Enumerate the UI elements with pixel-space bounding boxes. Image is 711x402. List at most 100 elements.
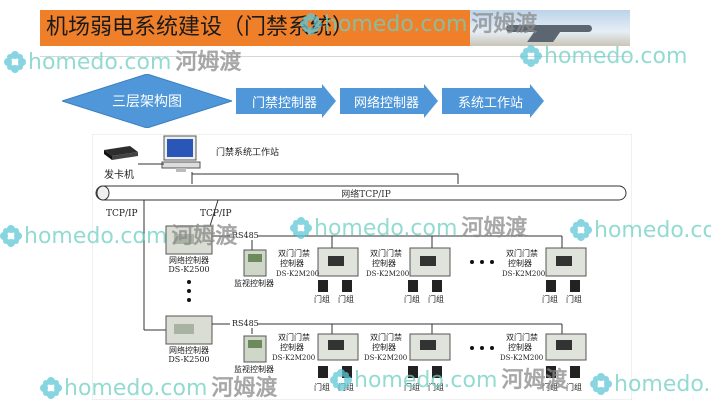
- topology-diagram: 发卡机 门禁系统工作站 网络TCP/IP TCP/IP TCP/IP 网络控制器…: [92, 134, 632, 400]
- flow-start-diamond: 三层架构图: [60, 73, 234, 129]
- network-label: 网络TCP/IP: [341, 188, 391, 200]
- door-controller-model: DS-K2M200: [502, 270, 545, 278]
- workstation-computer-icon: [161, 135, 201, 172]
- network-controller-bottom: [165, 315, 213, 345]
- card-reader-icon: [408, 366, 418, 378]
- title-bar: [40, 10, 470, 46]
- card-issuer-label: 发卡机: [104, 168, 134, 181]
- door-controller-label: 控制器: [372, 342, 396, 352]
- watermark-text-en: homedo.com: [354, 368, 498, 393]
- card-reader-icon: [342, 280, 352, 292]
- door-controller-label: 控制器: [280, 342, 304, 352]
- card-issuer-device: [104, 146, 138, 160]
- card-reader-icon: [318, 280, 328, 292]
- door-group-label: 门组: [542, 382, 558, 392]
- ellipsis-dot: [470, 260, 474, 264]
- card-reader-icon: [318, 366, 328, 378]
- watermark-text-cn: 河姆渡: [471, 12, 538, 37]
- watermark-text-en: homedo.com: [314, 216, 458, 241]
- door-controller-label: 双门门禁: [506, 332, 538, 342]
- arrow-chevron-icon: [442, 84, 544, 118]
- card-reader-icon: [570, 280, 580, 292]
- flow-arrow-network-controller: 网络控制器: [340, 84, 438, 118]
- rs485-bottom-label: RS485: [232, 319, 259, 328]
- flow-start-label: 三层架构图: [112, 94, 182, 110]
- ellipsis-dot: [480, 346, 484, 350]
- door-controller-label: 双门门禁: [370, 332, 402, 342]
- watermark-text-en: homedo.com: [64, 376, 208, 401]
- card-reader-icon: [432, 280, 442, 292]
- arrow-chevron-icon: [340, 84, 438, 118]
- door-group-label: 门组: [428, 382, 444, 392]
- watermark: homedo.com: [520, 44, 687, 69]
- door-controller-top-1: [317, 247, 359, 277]
- door-controller-label: 控制器: [508, 258, 532, 268]
- watermark-text-cn: 河姆渡: [461, 216, 528, 241]
- flow-step-label: 网络控制器: [354, 96, 420, 111]
- monitor-controller-bottom-label: 监视控制器: [234, 364, 274, 374]
- network-tcpip-pipe: [95, 185, 627, 201]
- tcpip-left-label: TCP/IP: [106, 209, 138, 219]
- flower-logo-icon: [4, 51, 26, 73]
- watermark-text-en: homedo.com: [24, 224, 168, 249]
- watermark: homedo.com: [590, 372, 711, 397]
- door-controller-model: DS-K2M200: [272, 354, 315, 362]
- rs485-top-label: RS485: [232, 231, 259, 240]
- flower-logo-icon: [0, 225, 22, 247]
- door-controller-label: 控制器: [508, 342, 532, 352]
- flow-arrow-workstation: 系统工作站: [442, 84, 544, 118]
- door-controller-top-3: [545, 247, 587, 277]
- diamond-shape: 三层架构图: [60, 73, 234, 129]
- door-controller-label: 控制器: [280, 258, 304, 268]
- watermark-text-cn: 河姆渡: [175, 50, 242, 75]
- card-reader-icon: [432, 366, 442, 378]
- door-controller-label: 双门门禁: [278, 248, 310, 258]
- network-controller-bottom-label: 网络控制器: [169, 345, 209, 355]
- door-controller-model: DS-K2M200: [364, 354, 407, 362]
- monitor-controller-top-label: 监视控制器: [234, 278, 274, 288]
- flower-logo-icon: [570, 219, 592, 241]
- door-controller-label: 控制器: [372, 258, 396, 268]
- ellipsis-dot: [470, 346, 474, 350]
- watermark: homedo.com: [570, 218, 711, 243]
- door-controller-label: 双门门禁: [506, 248, 538, 258]
- workstation-label: 门禁系统工作站: [216, 146, 279, 158]
- watermark-text-en: homedo.com: [614, 372, 711, 397]
- watermark-text-cn: 河姆渡: [171, 224, 238, 249]
- ellipsis-dot: [480, 260, 484, 264]
- door-group-label: 门组: [314, 382, 330, 392]
- monitor-controller-bottom: [243, 335, 267, 363]
- network-controller-top: [165, 225, 213, 255]
- tcpip-center-label: TCP/IP: [200, 209, 232, 219]
- flow-step-label: 门禁控制器: [252, 96, 318, 111]
- card-reader-icon: [342, 366, 352, 378]
- watermark-text-cn: 河姆渡: [211, 376, 278, 401]
- door-controller-bottom-2: [409, 333, 451, 361]
- card-reader-icon: [570, 366, 580, 378]
- door-controller-model: DS-K2M200: [500, 354, 543, 362]
- flower-logo-icon: [290, 217, 312, 239]
- network-controller-top-model: DS-K2500: [168, 265, 209, 274]
- door-controller-bottom-3: [545, 333, 587, 361]
- watermark-text-en: homedo.com: [28, 50, 172, 75]
- ellipsis-dot: [187, 280, 191, 284]
- door-group-label: 门组: [404, 294, 420, 304]
- network-controller-top-label: 网络控制器: [169, 255, 209, 265]
- ellipsis-dot: [187, 298, 191, 302]
- watermark-text-cn: 河姆渡: [501, 368, 568, 393]
- door-controller-label: 双门门禁: [278, 332, 310, 342]
- door-group-label: 门组: [542, 294, 558, 304]
- network-controller-bottom-model: DS-K2500: [168, 355, 209, 364]
- door-group-label: 门组: [566, 294, 582, 304]
- airplane-photo: [470, 10, 630, 46]
- ellipsis-dot: [187, 289, 191, 293]
- door-group-label: 门组: [314, 294, 330, 304]
- door-controller-label: 双门门禁: [370, 248, 402, 258]
- flow-step-label: 系统工作站: [458, 96, 524, 111]
- card-reader-icon: [546, 280, 556, 292]
